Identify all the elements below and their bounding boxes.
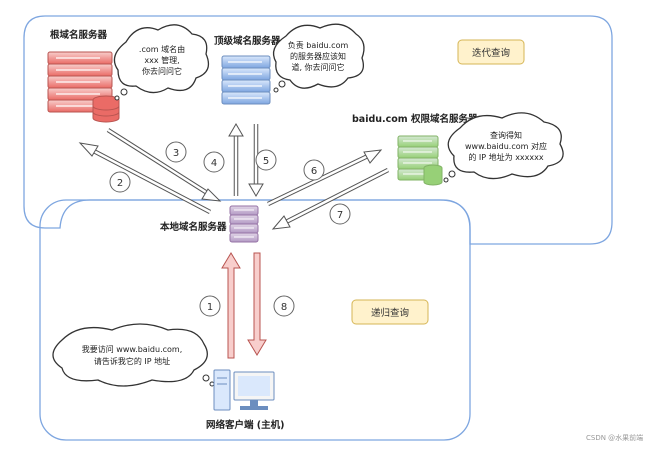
recursive-region [39, 199, 471, 441]
arrow-step-5 [248, 124, 264, 197]
svg-text:6: 6 [311, 166, 317, 177]
step-badge-2: 2 [109, 171, 131, 193]
iterative-label: 迭代查询 [472, 47, 510, 59]
svg-text:7: 7 [337, 210, 343, 221]
step-badge-8: 8 [273, 295, 295, 317]
arrow-step-3 [106, 128, 222, 202]
arrow-step-8 [247, 252, 267, 356]
svg-text:8: 8 [281, 302, 287, 313]
auth-bubble-line-2: www.baidu.com 对应 [465, 141, 547, 151]
client-label: 网络客户端 (主机) [206, 419, 285, 431]
step-badge-3: 3 [165, 141, 187, 163]
svg-text:2: 2 [117, 178, 123, 189]
root-bubble-line-1: .com 域名由 [139, 44, 185, 54]
watermark: CSDN @水果前端 [586, 433, 643, 442]
iterative-label-box: 迭代查询 [457, 39, 525, 65]
auth-server-label: baidu.com 权限域名服务器 [352, 113, 478, 125]
tld-bubble-line-3: 道, 你去问问它 [291, 62, 344, 72]
step-badge-1: 1 [199, 295, 221, 317]
root-speech-bubble: .com 域名由 xxx 管理, 你去问问它 [113, 24, 210, 101]
client-bubble-line-1: 我要访问 www.baidu.com, [82, 344, 183, 354]
local-server-label: 本地域名服务器 [160, 221, 227, 233]
svg-text:4: 4 [211, 158, 217, 169]
svg-text:5: 5 [263, 156, 269, 167]
svg-text:3: 3 [173, 148, 179, 159]
arrow-step-4 [228, 123, 244, 196]
arrow-step-2 [78, 142, 212, 214]
client-speech-bubble: 我要访问 www.baidu.com, 请告诉我它的 IP 地址 [52, 323, 215, 387]
auth-bubble-line-1: 查询得知 [490, 130, 522, 140]
arrow-step-1 [221, 252, 241, 359]
computer-icon [213, 369, 275, 411]
recursive-label: 递归查询 [371, 307, 409, 319]
root-bubble-line-3: 你去问问它 [142, 66, 182, 76]
step-badge-4: 4 [203, 151, 225, 173]
step-badge-6: 6 [303, 159, 325, 181]
auth-server-icon [397, 135, 443, 186]
tld-bubble-line-1: 负责 baidu.com [288, 40, 349, 50]
arrow-step-7 [271, 167, 390, 230]
root-bubble-line-2: xxx 管理, [144, 55, 179, 65]
tld-server-icon [221, 55, 271, 105]
tld-bubble-line-2: 的服务器应该知 [290, 51, 346, 61]
root-server-icon [47, 51, 120, 123]
recursive-label-box: 递归查询 [351, 299, 429, 325]
tld-server-label: 顶级域名服务器 [214, 35, 281, 47]
step-badge-7: 7 [329, 203, 351, 225]
step-badge-5: 5 [255, 149, 277, 171]
svg-text:1: 1 [207, 302, 213, 313]
local-server-icon [229, 205, 259, 243]
auth-bubble-line-3: 的 IP 地址为 xxxxxx [468, 152, 543, 162]
arrow-step-6 [267, 149, 383, 207]
client-bubble-line-2: 请告诉我它的 IP 地址 [94, 356, 170, 366]
auth-speech-bubble: 查询得知 www.baidu.com 对应 的 IP 地址为 xxxxxx [443, 112, 564, 183]
tld-speech-bubble: 负责 baidu.com 的服务器应该知 道, 你去问问它 [272, 23, 365, 93]
root-server-label: 根域名服务器 [50, 29, 108, 41]
